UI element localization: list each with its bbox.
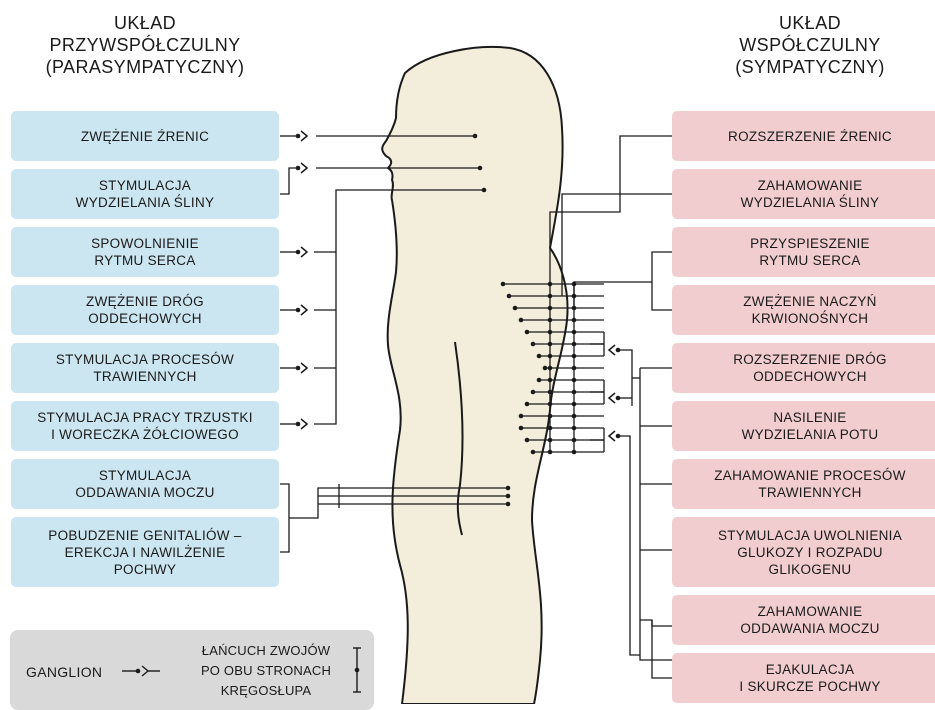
body-silhouette — [382, 47, 567, 704]
ganglion-icon — [122, 666, 160, 676]
sympathetic-ganglia — [609, 345, 615, 441]
parasympathetic-ganglia — [301, 131, 307, 429]
chain-icon — [353, 648, 361, 692]
